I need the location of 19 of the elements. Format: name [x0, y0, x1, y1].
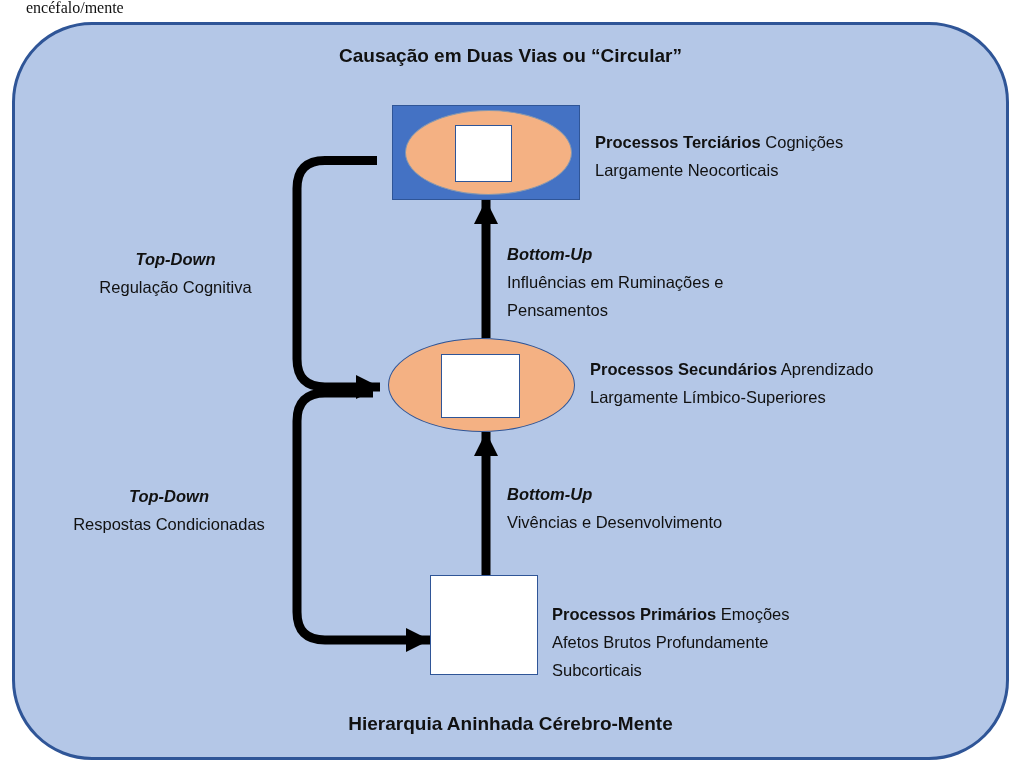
arrow [474, 200, 498, 338]
arrow [292, 388, 430, 652]
square-shape [441, 354, 520, 418]
diagram-panel [12, 22, 1009, 760]
process-description: Processos Primários Emoções Afetos Brutos Profundamente Subcorticais [552, 604, 791, 681]
square-shape [455, 125, 512, 182]
process-description: Processos Terciários Cognições Largamente Neocorticais [595, 132, 845, 181]
diagram-heading: Causação em Duas Vias ou “Circular” [338, 45, 683, 67]
arrow [474, 432, 498, 575]
diagram-footer: Hierarquia Aninhada Cérebro-Mente [15, 713, 1006, 735]
region-rectangle [392, 105, 580, 200]
square-shape [430, 575, 538, 675]
edge-label: Bottom-Up Influências em Ruminações e Pensamentos [507, 244, 725, 321]
arrow [292, 156, 380, 399]
edge-label: Top-Down Respostas Condicionadas [72, 486, 266, 535]
cut-off-text: encéfalo/mente [26, 0, 124, 17]
edge-label: Top-Down Regulação Cognitiva [98, 249, 253, 298]
process-description: Processos Secundários Aprendizado Largamente Límbico-Superiores [590, 359, 875, 408]
edge-label: Bottom-Up Vivências e Desenvolvimento [507, 484, 724, 533]
